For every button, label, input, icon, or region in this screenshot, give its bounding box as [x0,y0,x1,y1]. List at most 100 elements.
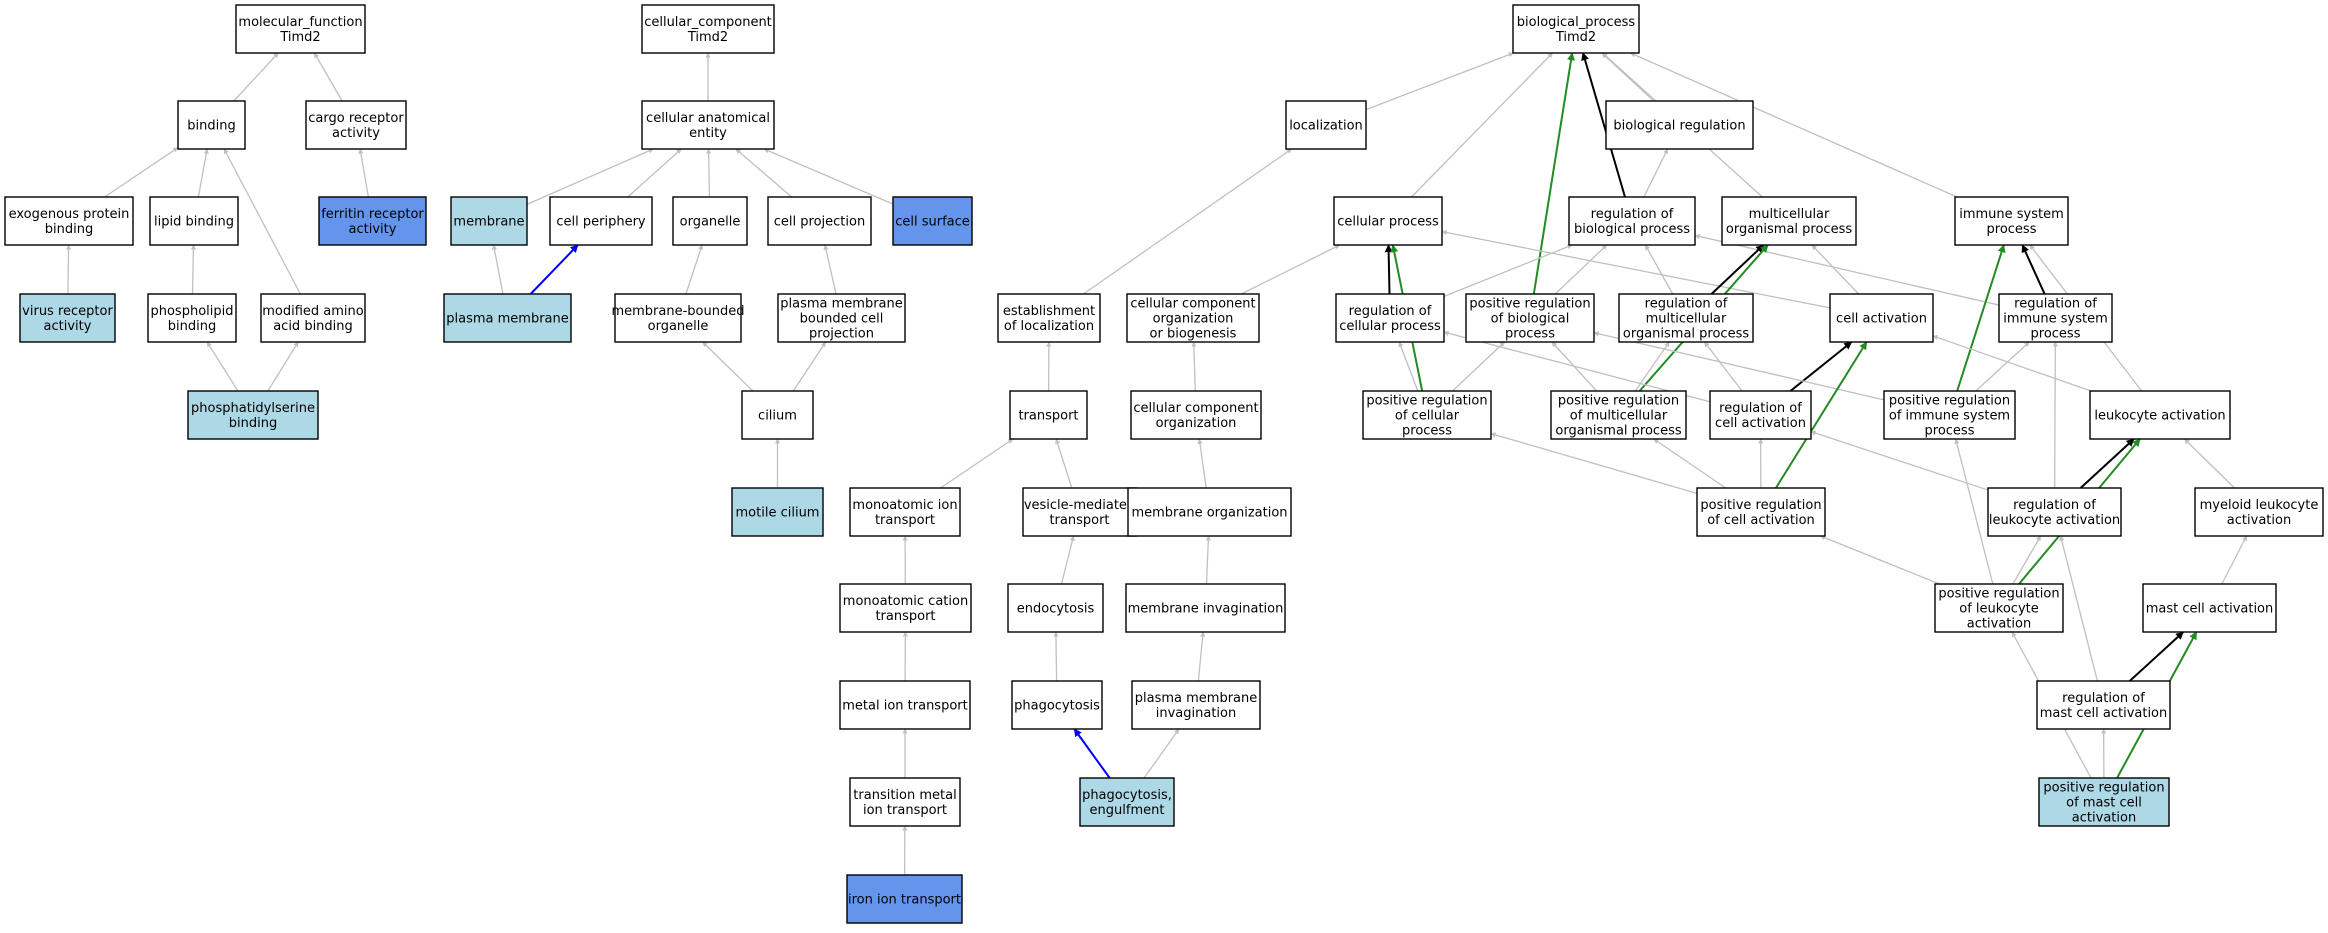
edge-is-a [1443,330,1711,403]
edge-is-a [1411,52,1553,198]
edge-is-a [735,148,793,198]
go-term-node-iron_ion_transport: iron ion transport [846,874,963,924]
edge-is-a [233,52,279,102]
edge-is-a [1452,341,1505,392]
node-label: phospholipid [150,304,233,319]
node-label: process [1925,424,1975,439]
node-label: immune system [1959,207,2064,222]
node-box [672,196,748,246]
node-label: organismal process [1726,222,1852,237]
edge-is-a [197,148,209,198]
edge-is-a [190,244,197,295]
node-box [1011,680,1103,730]
node-box [1127,487,1292,537]
node-label: transition metal [853,788,956,803]
edges-layer [65,52,2248,876]
node-label: metal ion transport [842,699,967,714]
node-label: leukocyte activation [1989,513,2120,528]
node-label: cell activation [1836,312,1927,327]
node-label: positive regulation [1366,394,1487,409]
node-label: cell activation [1715,416,1806,431]
node-label: regulation of [2013,498,2096,513]
edge-part-of [529,244,579,295]
node-label: or biogenesis [1150,327,1237,342]
go-term-node-leukocyte_activation: leukocyte activation [2089,390,2231,440]
edge-positively-regulates [1532,52,1575,295]
node-label: invagination [1156,706,1236,721]
node-box [1126,293,1260,343]
node-box [849,487,961,537]
node-label: transport [875,513,935,528]
node-label: virus receptor [22,304,113,319]
go-term-node-motile_cilium: motile cilium [731,487,824,537]
edge-regulates [2021,244,2046,295]
node-label: Timd2 [687,30,728,45]
node-label: organization [1156,416,1237,431]
node-label: organismal process [1623,327,1749,342]
node-label: plasma membrane [446,312,569,327]
edge-is-a [65,244,72,295]
node-label: regulation of [1645,297,1728,312]
go-term-node-biological_regulation: biological regulation [1605,100,1754,150]
edge-is-a [1643,148,1669,198]
node-label: Timd2 [279,30,320,45]
node-label: of cellular [1395,409,1460,424]
node-label: modified amino [262,304,364,319]
node-box [1285,100,1367,150]
node-box [1465,293,1595,343]
edge-is-a [1694,233,2000,306]
node-label: transport [1018,409,1078,424]
node-box [235,4,366,54]
node-box [305,100,407,150]
edge-part-of [1073,728,1111,779]
edge-is-a [1554,244,1608,295]
edge-is-a [267,341,299,392]
edge-is-a [1653,438,1727,489]
node-label: cellular component [1133,401,1258,416]
node-label: biological_process [1517,15,1636,30]
node-label: regulation of [1719,401,1802,416]
node-label: of mast cell [2066,796,2142,811]
edge-is-a [823,244,837,295]
node-box [641,4,775,54]
go-term-node-cilium: cilium [741,390,814,440]
edge-is-a [491,244,504,295]
node-label: multicellular [1749,207,1830,222]
node-label: lipid binding [154,215,234,230]
node-box [641,100,775,150]
node-box [731,487,824,537]
node-label: cell surface [895,215,970,230]
node-label: positive regulation [1700,498,1821,513]
edge-is-a [1060,535,1075,585]
edge-is-a [104,147,179,198]
edge-is-a [1644,244,1674,295]
node-label: biological regulation [1613,119,1745,134]
node-label: cellular_component [644,15,772,30]
node-label: mast cell activation [2040,706,2168,721]
node-box [1009,390,1088,440]
node-box [177,100,246,150]
node-label: transport [875,609,935,624]
node-label: ferritin receptor [321,207,424,222]
node-label: binding [187,119,235,134]
edge-is-a [1053,631,1059,682]
go-term-node-mast_cell_activation: mast cell activation [2142,583,2277,633]
node-box [1998,293,2113,343]
node-label: mast cell activation [2146,602,2274,617]
node-box [1022,487,1137,537]
go-term-node-transport: transport [1009,390,1088,440]
node-box [1954,196,2069,246]
